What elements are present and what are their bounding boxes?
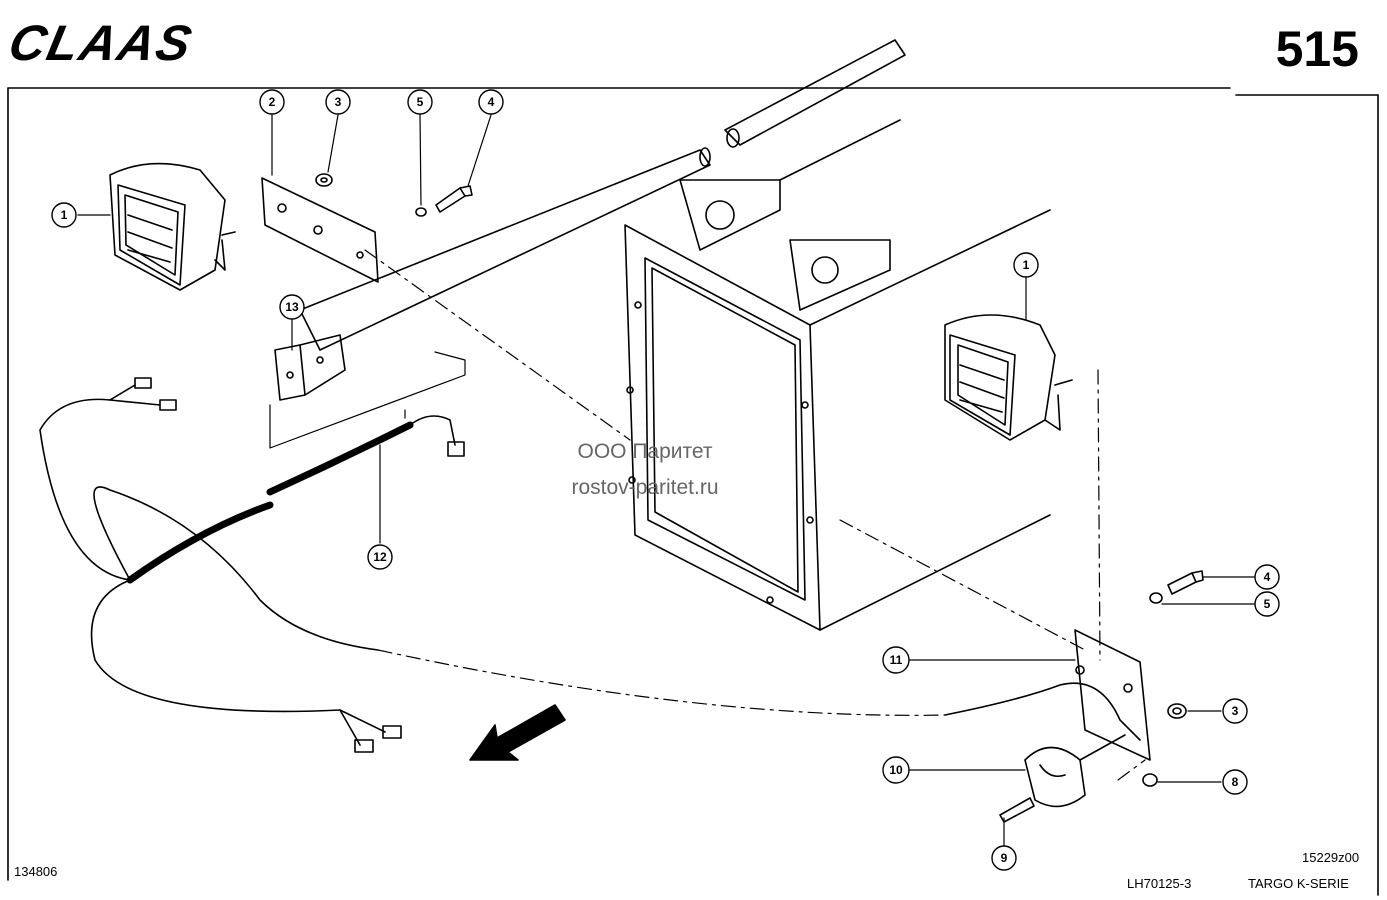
svg-text:3: 3 xyxy=(1232,704,1239,718)
callout-4-right: 4 xyxy=(1254,564,1280,590)
washer-left xyxy=(415,207,427,217)
footer-series: TARGO K-SERIE xyxy=(1248,876,1349,891)
svg-text:5: 5 xyxy=(1264,597,1271,611)
callout-group: 1 2 3 5 4 13 12 1 4 5 11 3 10 8 9 xyxy=(51,89,1280,871)
nut-right-3 xyxy=(1167,703,1187,719)
svg-text:11: 11 xyxy=(890,653,903,667)
bracket-13 xyxy=(274,334,346,401)
svg-text:5: 5 xyxy=(417,95,424,109)
work-lamp-left xyxy=(109,162,236,291)
tube-long-upper xyxy=(724,39,906,148)
footer-drawing-ref: 15229z00 xyxy=(1302,850,1360,865)
tube-long-middle xyxy=(299,147,711,351)
svg-text:13: 13 xyxy=(285,300,299,314)
callout-5-left: 5 xyxy=(407,89,433,115)
svg-text:4: 4 xyxy=(1264,570,1271,584)
svg-text:10: 10 xyxy=(889,763,903,777)
watermark-company: ООО Паритет xyxy=(577,440,713,463)
nut-right-8 xyxy=(1142,773,1158,787)
svg-text:4: 4 xyxy=(488,95,495,109)
svg-text:8: 8 xyxy=(1232,775,1239,789)
footer-doc-ref: LH70125-3 xyxy=(1127,876,1192,891)
callout-5-right: 5 xyxy=(1254,591,1280,617)
callout-3-right: 3 xyxy=(1222,698,1248,724)
svg-text:2: 2 xyxy=(269,95,276,109)
main-frame xyxy=(624,119,1051,631)
work-lamp-right xyxy=(944,314,1073,441)
watermark-url: rostov-paritet.ru xyxy=(571,476,719,499)
switch-housing xyxy=(1024,734,1126,808)
brand-logo: CLAAS xyxy=(4,15,199,71)
cable-right xyxy=(944,682,1141,741)
bracket-left xyxy=(261,177,379,283)
svg-text:9: 9 xyxy=(1001,851,1008,865)
nut-left xyxy=(315,173,333,187)
callout-1-left: 1 xyxy=(51,202,77,228)
callout-9: 9 xyxy=(991,845,1017,871)
bolt-right xyxy=(1167,570,1204,595)
callout-11: 11 xyxy=(882,646,910,674)
callout-2: 2 xyxy=(259,89,285,115)
callout-10: 10 xyxy=(882,756,910,784)
svg-text:12: 12 xyxy=(373,550,387,564)
footer-left-code: 134806 xyxy=(14,864,58,879)
svg-text:1: 1 xyxy=(61,208,68,222)
washer-right xyxy=(1149,592,1163,604)
svg-text:1: 1 xyxy=(1023,258,1030,272)
screw-9 xyxy=(999,797,1035,823)
direction-arrow-icon xyxy=(469,704,566,761)
callout-4-left: 4 xyxy=(478,89,504,115)
bracket-right xyxy=(1074,629,1151,761)
svg-text:3: 3 xyxy=(335,95,342,109)
bolt-left xyxy=(435,185,473,213)
page-number: 515 xyxy=(1275,21,1359,77)
callout-8: 8 xyxy=(1222,769,1248,795)
callout-3-left: 3 xyxy=(325,89,351,115)
callout-12: 12 xyxy=(367,544,393,570)
wiring-harness xyxy=(39,377,465,753)
callout-1-right: 1 xyxy=(1013,252,1039,278)
callout-13: 13 xyxy=(279,294,305,320)
